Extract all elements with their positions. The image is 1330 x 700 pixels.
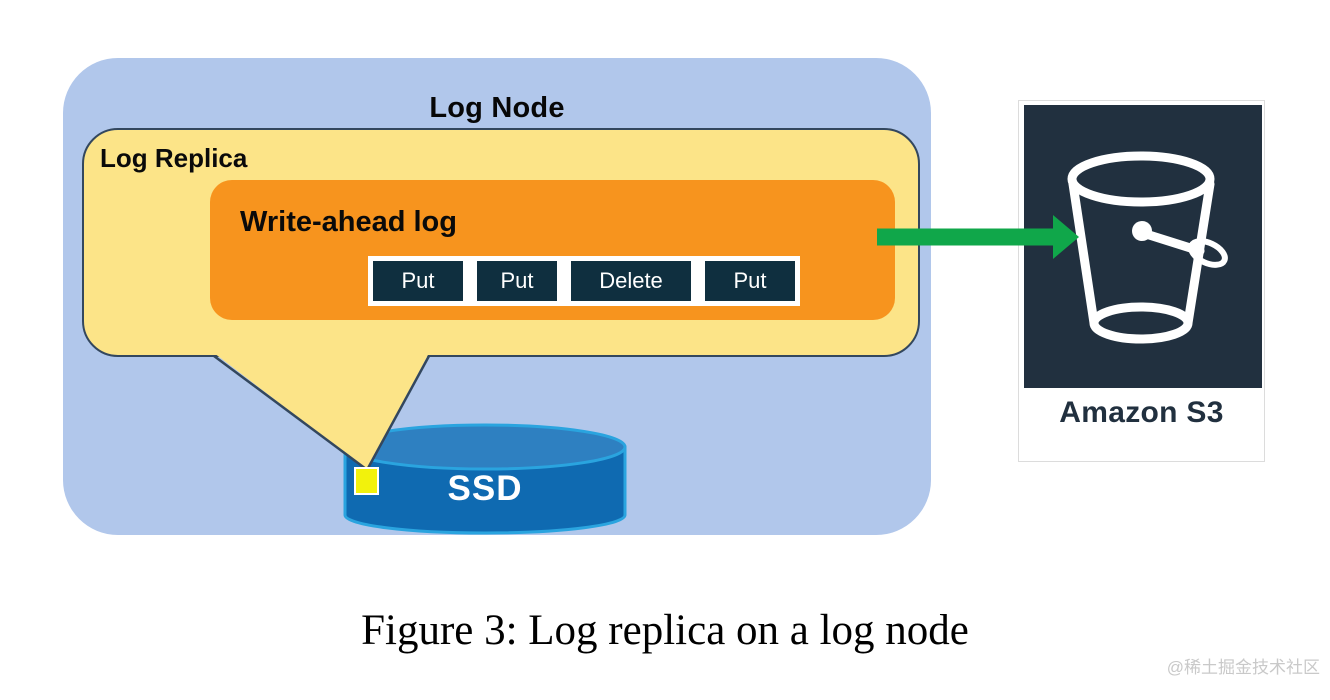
- watermark-text: @稀土掘金技术社区: [1166, 658, 1320, 677]
- s3-bucket-icon: [1067, 151, 1228, 344]
- s3-icon-tile: [1024, 105, 1262, 388]
- wal-entry: Delete: [571, 261, 691, 301]
- figure-caption: Figure 3: Log replica on a log node: [361, 607, 969, 654]
- wal-entry: Put: [477, 261, 557, 301]
- log-replica-label: Log Replica: [100, 143, 248, 173]
- amazon-s3-card: Amazon S3: [1018, 100, 1265, 462]
- wal-entry: Put: [373, 261, 463, 301]
- write-ahead-log-label: Write-ahead log: [240, 206, 457, 238]
- amazon-s3-label: Amazon S3: [1059, 396, 1224, 429]
- log-node-label: Log Node: [429, 92, 565, 124]
- wal-entry-strip: Put Put Delete Put: [368, 256, 800, 306]
- wal-entry: Put: [705, 261, 795, 301]
